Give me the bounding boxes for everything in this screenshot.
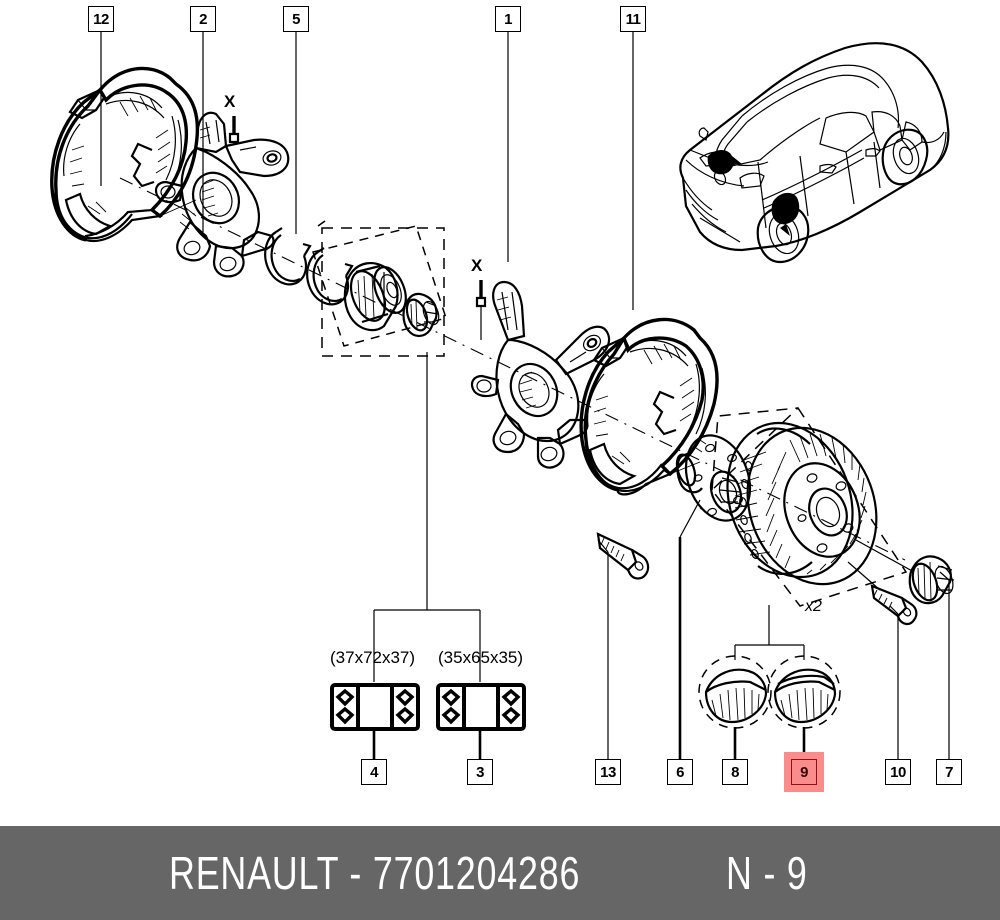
vehicle-illustration [679,42,950,264]
callout-7[interactable]: 7 [936,759,962,785]
callout-6[interactable]: 6 [667,759,693,785]
brake-disc-boundary [710,406,908,607]
footer-section-code: N - 9 [726,847,808,899]
callout-5[interactable]: 5 [283,6,309,32]
part-circlip-inner [306,247,354,306]
top-leader-lines [100,32,634,310]
part-dust-shield-left [50,66,200,243]
bearing-spec-label-4: (37x72x37) [330,648,416,667]
bearing-symbol-3 [436,683,526,731]
assembly-axis [119,177,906,561]
callout-3[interactable]: 3 [467,759,493,785]
part-steering-knuckle-right [470,280,611,469]
part-wheel-bearing [343,262,407,332]
callout-11[interactable]: 11 [620,6,646,32]
part-dust-shield-right [579,317,719,496]
part-brake-disc [726,421,878,586]
bottom-leader-lines [372,352,950,759]
callout-4[interactable]: 4 [361,759,387,785]
bearing-group-boundary-outline [312,225,447,347]
disc-detail-views [698,655,841,729]
part-hub-nut-small [402,292,440,338]
callout-12[interactable]: 12 [88,6,114,32]
part-steering-knuckle-left [154,111,290,278]
quantity-marker-x2: x2 [805,598,822,615]
x-marker-left: X [224,92,236,111]
footer-brand-part: RENAULT - 7701204286 [169,847,581,899]
disc-screw-leader [847,561,881,591]
bearing-group-boundary [317,220,445,357]
callout-1[interactable]: 1 [495,6,521,32]
footer-bar: RENAULT - 7701204286 N - 9 [0,826,1000,920]
part-screw-long [596,532,650,580]
part-screw-short [870,584,918,626]
callout-13[interactable]: 13 [595,759,621,785]
bearing-symbol-4 [330,683,420,731]
callout-2[interactable]: 2 [190,6,216,32]
callout-8[interactable]: 8 [722,759,748,785]
part-nut [855,539,955,605]
x-marker-right: X [471,256,483,275]
callout-9-highlighted[interactable]: 9 [791,759,817,785]
bearing-spec-label-3: (35x65x35) [438,648,524,667]
callout-10[interactable]: 10 [885,759,911,785]
part-circlip-outer [264,227,312,286]
